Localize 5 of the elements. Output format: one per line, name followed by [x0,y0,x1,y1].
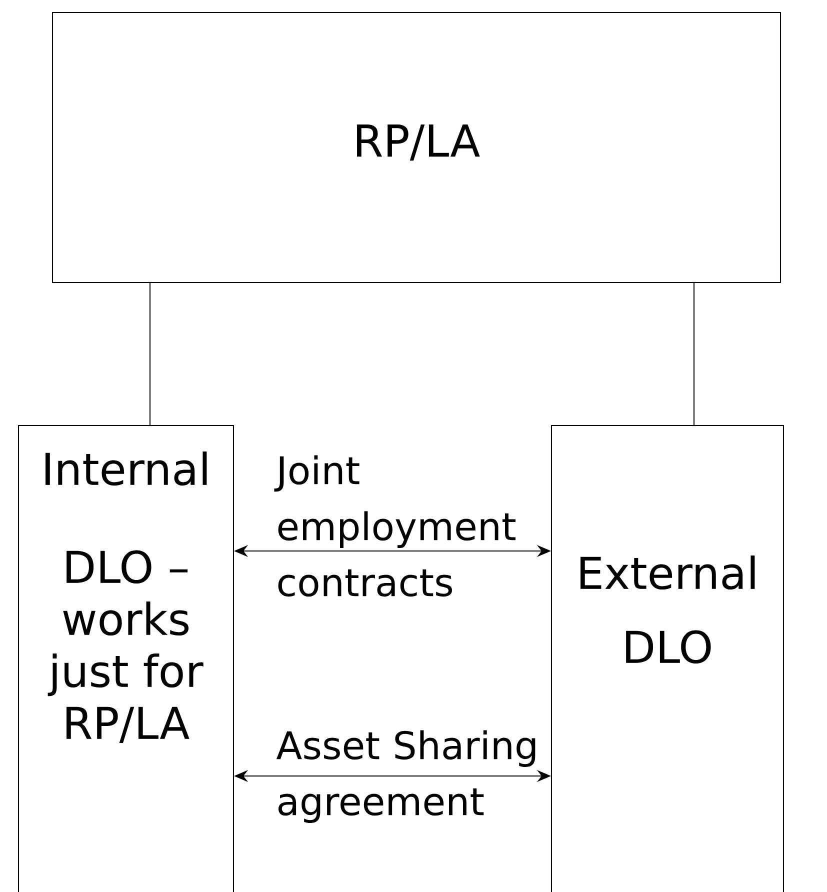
box: External DLO [551,425,784,892]
box: RP/LA [52,12,781,283]
box: Internal DLO – works just for RP/LA [18,425,234,892]
edge-label: Joint employment contracts [274,455,516,597]
edge-label: Asset Sharing agreement [276,730,536,823]
